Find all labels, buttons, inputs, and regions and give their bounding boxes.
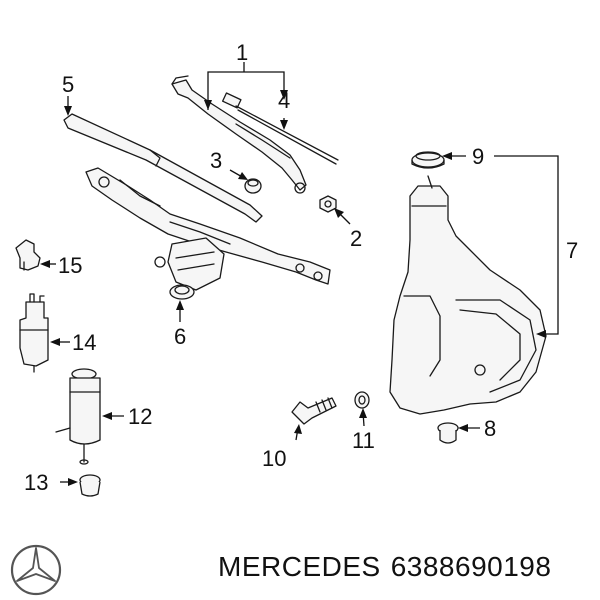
callout-6: 6 — [174, 324, 186, 349]
part-15-nozzle — [15, 239, 41, 271]
callout-15: 15 — [58, 253, 82, 278]
reservoir-cap — [411, 151, 445, 169]
callout-13: 13 — [24, 470, 48, 495]
wiper-blade — [63, 113, 263, 223]
footer-caption: MERCEDES 6388690198 — [218, 551, 561, 583]
callout-14: 14 — [72, 330, 96, 355]
callout-11: 11 — [352, 428, 375, 453]
callout-4: 4 — [278, 88, 290, 113]
brand-name: MERCEDES — [218, 551, 381, 582]
callout-12: 12 — [128, 404, 152, 429]
part-12-washer-pump — [55, 368, 101, 465]
part-8-grommet — [437, 422, 459, 444]
callout-3: 3 — [210, 148, 222, 173]
callout-5: 5 — [62, 72, 74, 97]
part-3-cap — [244, 178, 262, 194]
part-2-nut — [319, 195, 337, 213]
callout-2: 2 — [350, 226, 362, 251]
callout-10: 10 — [262, 446, 286, 471]
wiper-linkage — [85, 167, 331, 300]
part-10-bolt — [291, 397, 337, 425]
washer-reservoir — [389, 175, 547, 415]
callout-labels: 1 4 5 3 2 6 9 7 8 10 11 12 13 14 15 — [24, 40, 578, 495]
part-number: 6388690198 — [390, 551, 552, 582]
part-14-valve — [19, 293, 49, 373]
leader-lines — [40, 62, 559, 486]
callout-7: 7 — [566, 238, 578, 263]
part-11-grommet — [354, 391, 370, 409]
callout-1: 1 — [236, 40, 248, 65]
wiper-blade-insert — [221, 92, 339, 165]
mercedes-star-logo — [10, 544, 62, 596]
callout-8: 8 — [484, 416, 496, 441]
callout-9: 9 — [472, 144, 484, 169]
part-13-seal — [79, 474, 101, 497]
